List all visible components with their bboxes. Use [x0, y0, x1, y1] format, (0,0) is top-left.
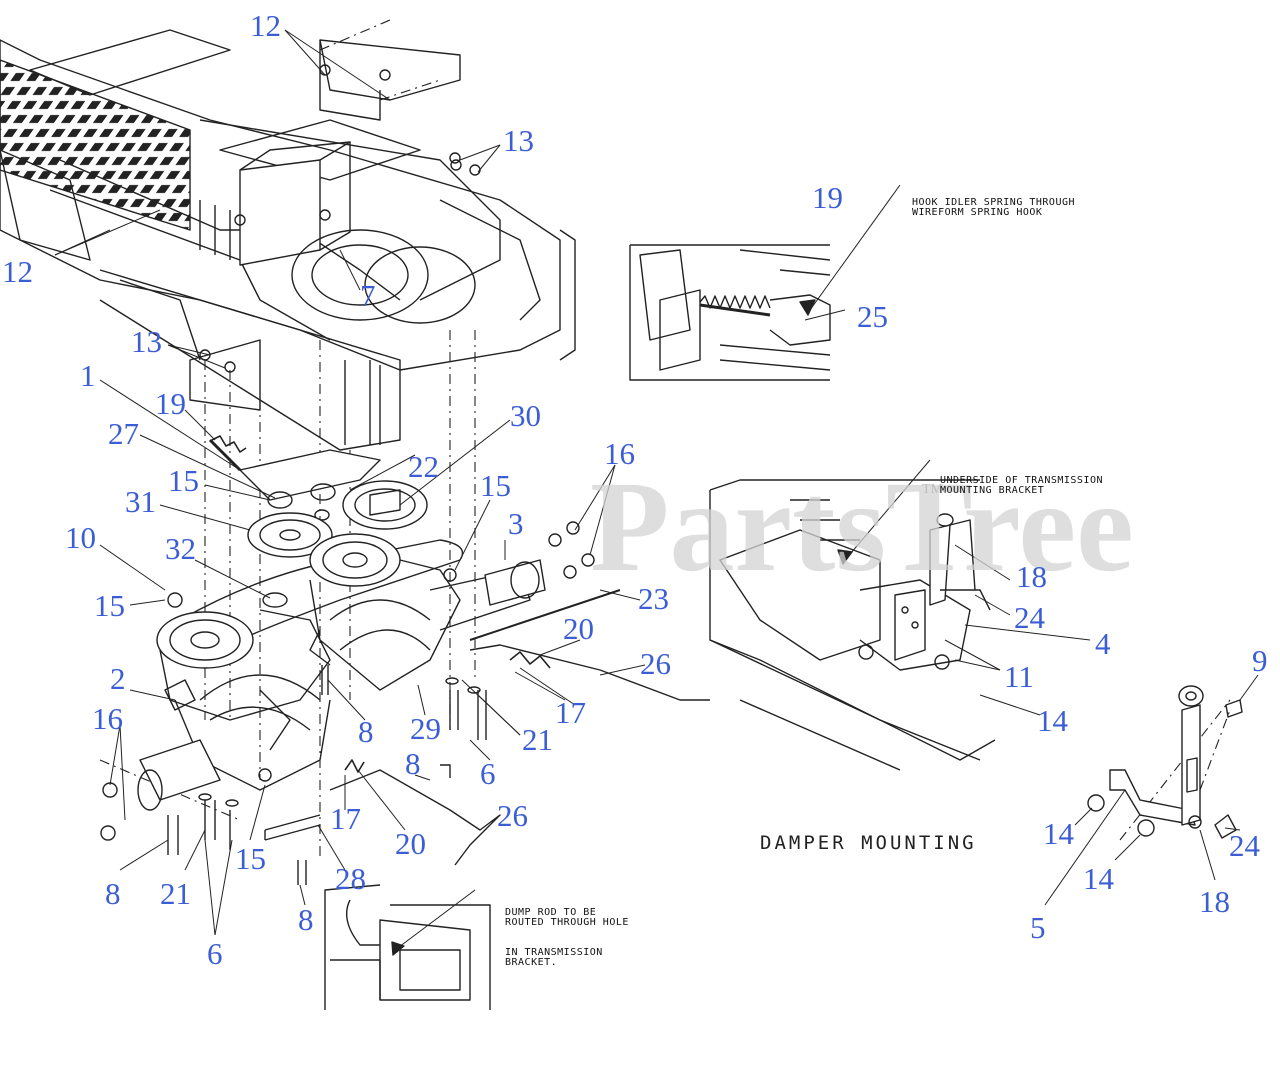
callout-3: 3	[508, 506, 524, 541]
callout-20: 20	[563, 611, 594, 646]
damper-mounting-caption: DAMPER MOUNTING	[760, 832, 977, 854]
callout-24: 24	[1014, 600, 1045, 635]
callout-9: 9	[1252, 643, 1268, 678]
callout-30: 30	[510, 398, 541, 433]
callout-15: 15	[94, 588, 125, 623]
callout-29: 29	[410, 711, 441, 746]
callout-14: 14	[1043, 816, 1074, 851]
callout-13: 13	[503, 123, 534, 158]
rods-and-springs	[264, 589, 710, 866]
callout-21: 21	[522, 722, 553, 757]
callout-19: 19	[812, 180, 843, 215]
callout-17: 17	[555, 695, 586, 730]
callout-32: 32	[165, 531, 196, 566]
callout-6: 6	[480, 756, 496, 791]
callout-27: 27	[108, 416, 139, 451]
callout-8: 8	[405, 746, 421, 781]
damper-mounting	[1087, 685, 1243, 839]
callout-5: 5	[1030, 910, 1046, 945]
callout-28: 28	[335, 861, 366, 896]
callout-16: 16	[604, 436, 635, 471]
callout-leaders	[54, 29, 1259, 936]
callout-8: 8	[105, 876, 121, 911]
callout-15: 15	[480, 468, 511, 503]
left-transaxle	[137, 609, 331, 811]
callout-21: 21	[160, 876, 191, 911]
callout-12: 12	[250, 8, 281, 43]
callout-24: 24	[1229, 828, 1260, 863]
inset-hook-idler	[629, 184, 901, 381]
callout-18: 18	[1016, 559, 1047, 594]
callout-15: 15	[235, 841, 266, 876]
callout-22: 22	[408, 449, 439, 484]
watermark-text: PartsTree	[590, 455, 1134, 599]
callout-15: 15	[168, 463, 199, 498]
inset-underside-bracket	[709, 459, 996, 771]
callout-6: 6	[207, 936, 223, 971]
callout-25: 25	[857, 299, 888, 334]
hardware-parts	[100, 159, 595, 885]
callout-14: 14	[1037, 703, 1068, 738]
callout-18: 18	[1199, 884, 1230, 919]
callout-16: 16	[92, 701, 123, 736]
callout-14: 14	[1083, 861, 1114, 896]
callout-8: 8	[358, 714, 374, 749]
callout-19: 19	[155, 386, 186, 421]
right-transaxle	[309, 533, 546, 691]
callout-12: 12	[2, 254, 33, 289]
callout-26: 26	[640, 646, 671, 681]
callout-13: 13	[131, 324, 162, 359]
callout-10: 10	[65, 520, 96, 555]
callout-7: 7	[360, 278, 376, 313]
callout-8: 8	[298, 902, 314, 937]
inset-dump-rod	[324, 884, 491, 1010]
callout-17: 17	[330, 801, 361, 836]
callout-4: 4	[1095, 626, 1111, 661]
idler-assembly	[208, 435, 428, 608]
callout-2: 2	[110, 661, 126, 696]
callout-26: 26	[497, 798, 528, 833]
watermark-tm: TM	[922, 482, 943, 497]
callout-23: 23	[638, 581, 669, 616]
callout-31: 31	[125, 484, 156, 519]
frame-assembly	[0, 29, 576, 451]
callout-1: 1	[80, 358, 96, 393]
callout-11: 11	[1004, 659, 1034, 694]
callout-20: 20	[395, 826, 426, 861]
drive-belt	[179, 539, 464, 641]
